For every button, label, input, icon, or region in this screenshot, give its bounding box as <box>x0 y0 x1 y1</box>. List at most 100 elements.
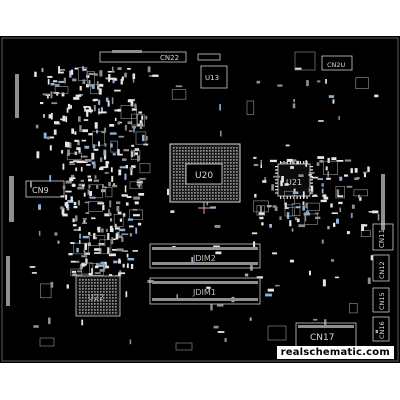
smd-pad <box>358 194 361 199</box>
smd-pad <box>84 159 92 162</box>
smd-pad <box>43 132 47 139</box>
smd-pad <box>88 72 96 76</box>
smd-pad <box>47 94 49 99</box>
smd-pad <box>100 157 103 162</box>
bga-ball <box>209 150 211 152</box>
smd-pad <box>130 169 133 176</box>
bga-ball <box>197 198 199 200</box>
bga-ball <box>115 279 117 281</box>
bga-ball <box>91 288 93 290</box>
bga-ball <box>236 174 238 176</box>
bga-ball <box>100 279 102 281</box>
smd-pad <box>304 215 307 222</box>
bga-ball <box>224 156 226 158</box>
smd-pad <box>321 188 324 194</box>
ic-outline <box>70 268 83 276</box>
smd-pad <box>311 176 319 179</box>
smd-pad <box>104 265 109 269</box>
smd-pad <box>65 116 68 123</box>
smd-pad <box>363 172 366 178</box>
bga-ball <box>218 192 220 194</box>
bga-ball <box>230 168 232 170</box>
smd-pad <box>260 164 262 169</box>
smd-pad <box>244 273 249 277</box>
smd-pad <box>112 78 115 84</box>
ic-outline <box>99 239 112 255</box>
smd-pad <box>92 163 96 169</box>
bga-ball <box>185 162 187 164</box>
smd-pad <box>93 179 99 182</box>
smd-pad <box>116 248 124 252</box>
small-block-near-cn17 <box>267 325 287 341</box>
bga-ball <box>79 300 81 302</box>
smd-pad <box>107 71 115 73</box>
smd-pad <box>367 166 370 173</box>
bga-ball <box>212 195 214 197</box>
bga-ball <box>206 186 208 188</box>
smd-pad <box>50 281 54 288</box>
ic-outline <box>283 190 295 206</box>
bga-ball <box>227 174 229 176</box>
smd-pad <box>320 199 327 203</box>
smd-pad <box>216 304 224 307</box>
bga-ball <box>185 153 187 155</box>
bga-ball <box>115 288 117 290</box>
smd-pad <box>175 85 183 88</box>
smd-pad <box>272 205 277 208</box>
bga-ball <box>230 174 232 176</box>
smd-pad <box>322 194 327 198</box>
smd-pad <box>107 247 110 255</box>
smd-pad <box>84 145 90 149</box>
smd-pad <box>134 103 137 109</box>
smd-pad <box>121 236 124 242</box>
qfn-pin <box>275 185 278 187</box>
bga-ball <box>233 180 235 182</box>
bga-ball <box>206 153 208 155</box>
bga-ball <box>233 195 235 197</box>
bga-ball <box>173 165 175 167</box>
bga-ball <box>230 162 232 164</box>
smd-pad <box>72 273 77 277</box>
smd-pad <box>296 160 299 165</box>
pcb-board-view: CN22 U13 CN2U CN9 U20 U21 <box>0 36 400 363</box>
smd-pad <box>125 202 129 206</box>
smd-pad <box>117 121 122 124</box>
bga-ball <box>79 309 81 311</box>
bga-ball <box>197 195 199 197</box>
smd-pad <box>102 184 104 188</box>
smd-pad <box>54 121 60 124</box>
u22-label: U22 <box>88 293 104 302</box>
smd-pad <box>66 107 69 113</box>
smd-pad <box>129 225 134 228</box>
bga-ball <box>176 171 178 173</box>
smd-pad <box>34 71 37 77</box>
bga-ball <box>176 198 178 200</box>
bga-ball <box>230 159 232 161</box>
smd-pad <box>108 212 112 217</box>
bga-ball <box>109 303 111 305</box>
bga-ball <box>212 189 214 191</box>
smd-pad <box>317 80 321 83</box>
smd-pad <box>101 131 106 134</box>
bga-ball <box>91 285 93 287</box>
u13-label: U13 <box>205 74 219 82</box>
smd-pad <box>49 175 52 182</box>
bga-ball <box>179 198 181 200</box>
bga-ball <box>230 147 232 149</box>
smd-pad <box>284 183 289 186</box>
ic-outline <box>355 77 369 89</box>
smd-pad <box>220 130 222 137</box>
bga-ball <box>182 162 184 164</box>
bga-ball <box>88 300 90 302</box>
smd-pad <box>273 175 280 178</box>
ic-outline <box>129 181 143 189</box>
smd-pad <box>97 202 105 205</box>
smd-pad <box>330 259 335 262</box>
smd-pad <box>298 174 304 177</box>
bga-ball <box>227 150 229 152</box>
smd-pad <box>82 218 87 220</box>
smd-pad <box>305 202 308 209</box>
connector-cn22: CN22 <box>99 51 187 63</box>
smd-pad <box>286 158 293 162</box>
connector-cn15: CN15 <box>372 287 390 313</box>
